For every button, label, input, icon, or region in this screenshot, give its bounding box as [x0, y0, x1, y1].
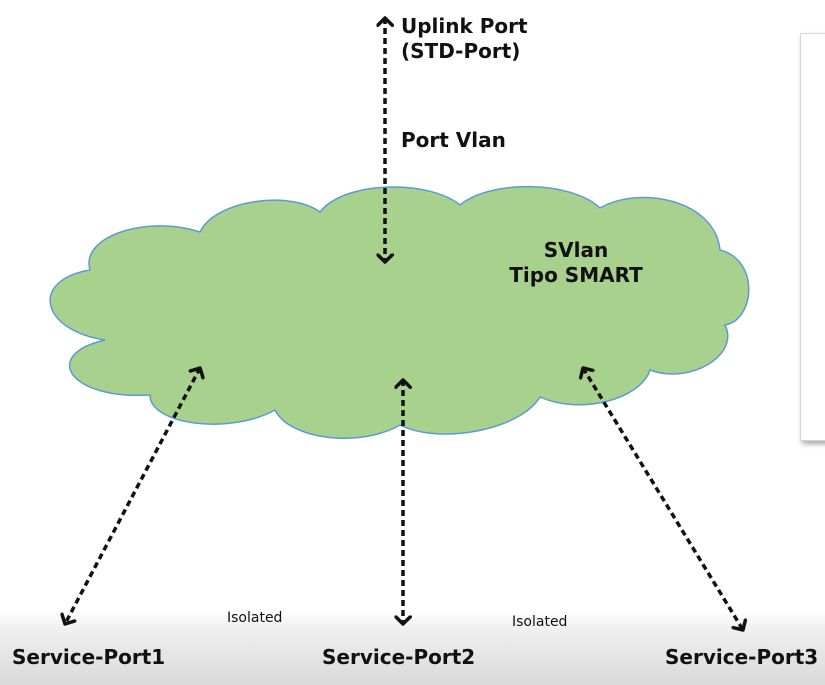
- service-port3-label: Service-Port3: [665, 645, 819, 669]
- service-port2-label: Service-Port2: [322, 645, 476, 669]
- svlan-cloud: [49, 185, 750, 440]
- uplink-port-line1: Uplink Port: [401, 14, 528, 38]
- service-port1-label: Service-Port1: [12, 645, 166, 669]
- uplink-port-line2: (STD-Port): [401, 39, 521, 63]
- svlan-line2: Tipo SMART: [509, 263, 643, 287]
- arrow-service-port1: [65, 368, 200, 624]
- isolated-left-label: Isolated: [227, 610, 283, 626]
- arrow-service-port3: [583, 368, 743, 630]
- isolated-right-label: Isolated: [512, 614, 568, 630]
- side-panel-edge: [800, 33, 825, 441]
- svlan-line1: SVlan: [543, 238, 609, 262]
- port-vlan-label: Port Vlan: [401, 128, 506, 152]
- uplink-port-label: Uplink Port (STD-Port): [401, 14, 528, 64]
- svlan-label: SVlan Tipo SMART: [498, 238, 654, 288]
- arrows: [65, 18, 743, 630]
